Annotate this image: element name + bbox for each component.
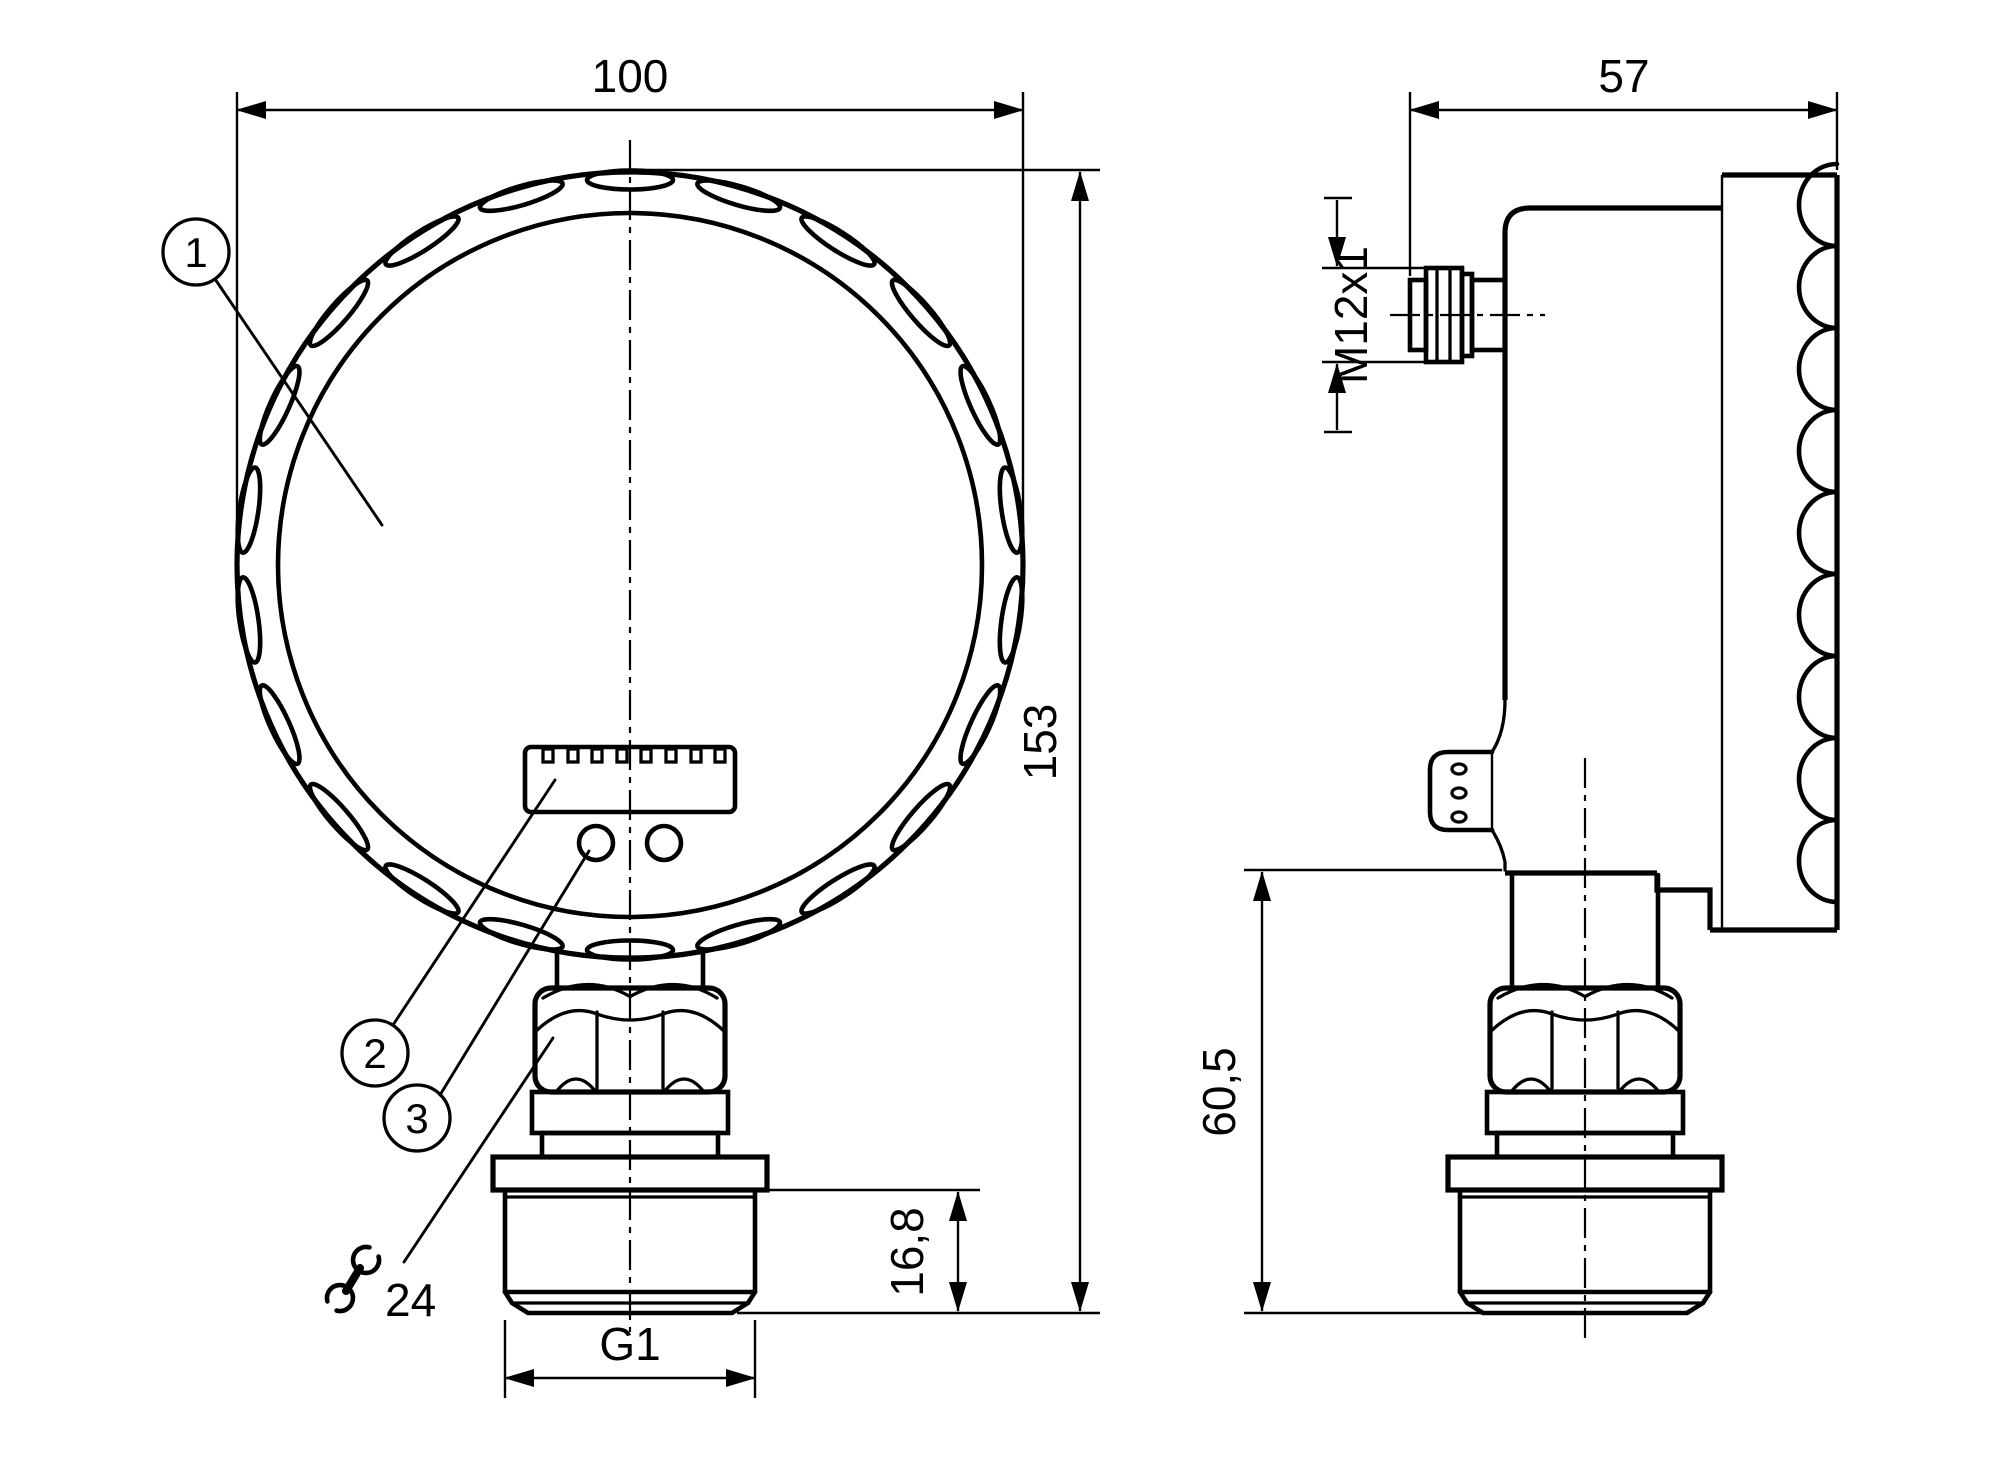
display-segment-teeth	[541, 747, 727, 764]
dim-height-label: 153	[1014, 704, 1066, 781]
dim-process-thread-g1: G1	[503, 1318, 757, 1398]
callout-1-number: 1	[184, 229, 207, 276]
dim-depth-57: 57	[1408, 50, 1839, 276]
pushbuttons	[576, 823, 684, 863]
dim-thread-length-168: 16,8	[758, 1188, 980, 1312]
collar-flange-side	[1445, 1154, 1725, 1193]
callout-2-number: 2	[363, 1030, 386, 1077]
stem-side	[1445, 872, 1725, 1316]
thread-side	[1457, 1187, 1713, 1316]
pushbutton-right	[644, 823, 684, 863]
side-bezel	[1710, 161, 1840, 933]
wrench-note: 24	[324, 1036, 555, 1326]
dim-depth-label: 57	[1598, 50, 1649, 102]
side-knurl-arcs	[1796, 161, 1840, 905]
callout-3: 3	[382, 849, 591, 1153]
dim-thread-length-label: 16,8	[881, 1207, 933, 1297]
callouts: 1 2 3	[161, 217, 591, 1153]
wrench-size-label: 24	[385, 1274, 436, 1326]
dim-lower-height-605: 60,5	[1193, 868, 1690, 1315]
dim-lower-height-label: 60,5	[1193, 1047, 1245, 1137]
dimensions: 100 153 16,8 G1 57	[235, 50, 1839, 1398]
callout-2: 2	[340, 778, 557, 1088]
dim-connector-thread-label: M12x1	[1325, 246, 1377, 384]
wrench-icon	[324, 1244, 382, 1314]
centerlines	[628, 140, 1587, 1340]
dim-process-thread-label: G1	[599, 1318, 660, 1370]
callout-3-number: 3	[405, 1095, 428, 1142]
dim-width-100: 100	[235, 50, 1025, 575]
side-view	[1407, 161, 1840, 1316]
callout-1: 1	[161, 217, 384, 527]
dim-connector-m12: M12x1	[1322, 196, 1428, 434]
dim-height-153: 153	[634, 168, 1100, 1315]
vent-port	[1427, 749, 1495, 833]
dim-width-label: 100	[592, 50, 669, 102]
pushbutton-left	[576, 823, 616, 863]
